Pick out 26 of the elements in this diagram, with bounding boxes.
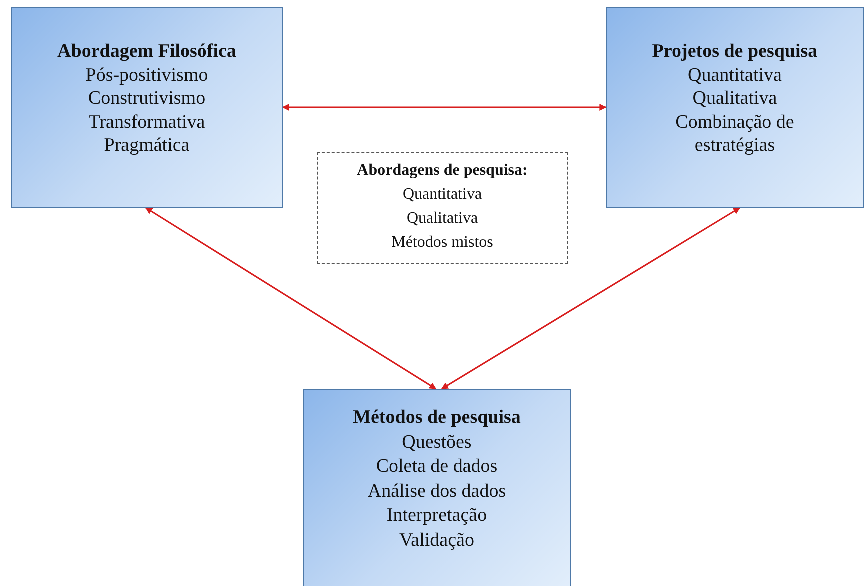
list-item: Questões bbox=[402, 430, 472, 454]
concept-box bbox=[303, 389, 571, 586]
list-item: Interpretação bbox=[386, 504, 488, 528]
box-heading: Abordagens de pesquisa: bbox=[357, 161, 528, 181]
box-heading: Abordagem Filosófica bbox=[58, 40, 236, 64]
list-item: Coleta de dados bbox=[376, 455, 498, 479]
list-item: Transformativa bbox=[88, 110, 206, 134]
list-item: Validação bbox=[400, 528, 474, 552]
box-heading: Métodos de pesquisa bbox=[353, 406, 521, 430]
list-item: Qualitativa bbox=[406, 209, 478, 229]
box-heading: Projetos de pesquisa bbox=[652, 40, 818, 64]
concept-box bbox=[11, 7, 283, 208]
dashed-note-box bbox=[317, 152, 568, 264]
list-item: Análise dos dados bbox=[368, 480, 506, 504]
concept-box bbox=[606, 7, 864, 208]
double-arrow bbox=[282, 104, 607, 111]
double-arrow bbox=[441, 207, 741, 390]
list-item: Pragmática bbox=[104, 134, 190, 158]
list-item: Quantitativa bbox=[402, 185, 482, 205]
list-item: Quantitativa bbox=[688, 64, 782, 87]
list-item: Combinação de estratégias bbox=[674, 110, 796, 158]
list-item: Pós-positivismo bbox=[86, 64, 208, 87]
list-item: Construtivismo bbox=[88, 87, 206, 110]
double-arrow bbox=[145, 207, 437, 390]
list-item: Qualitativa bbox=[692, 87, 778, 110]
list-item: Métodos mistos bbox=[392, 233, 494, 253]
